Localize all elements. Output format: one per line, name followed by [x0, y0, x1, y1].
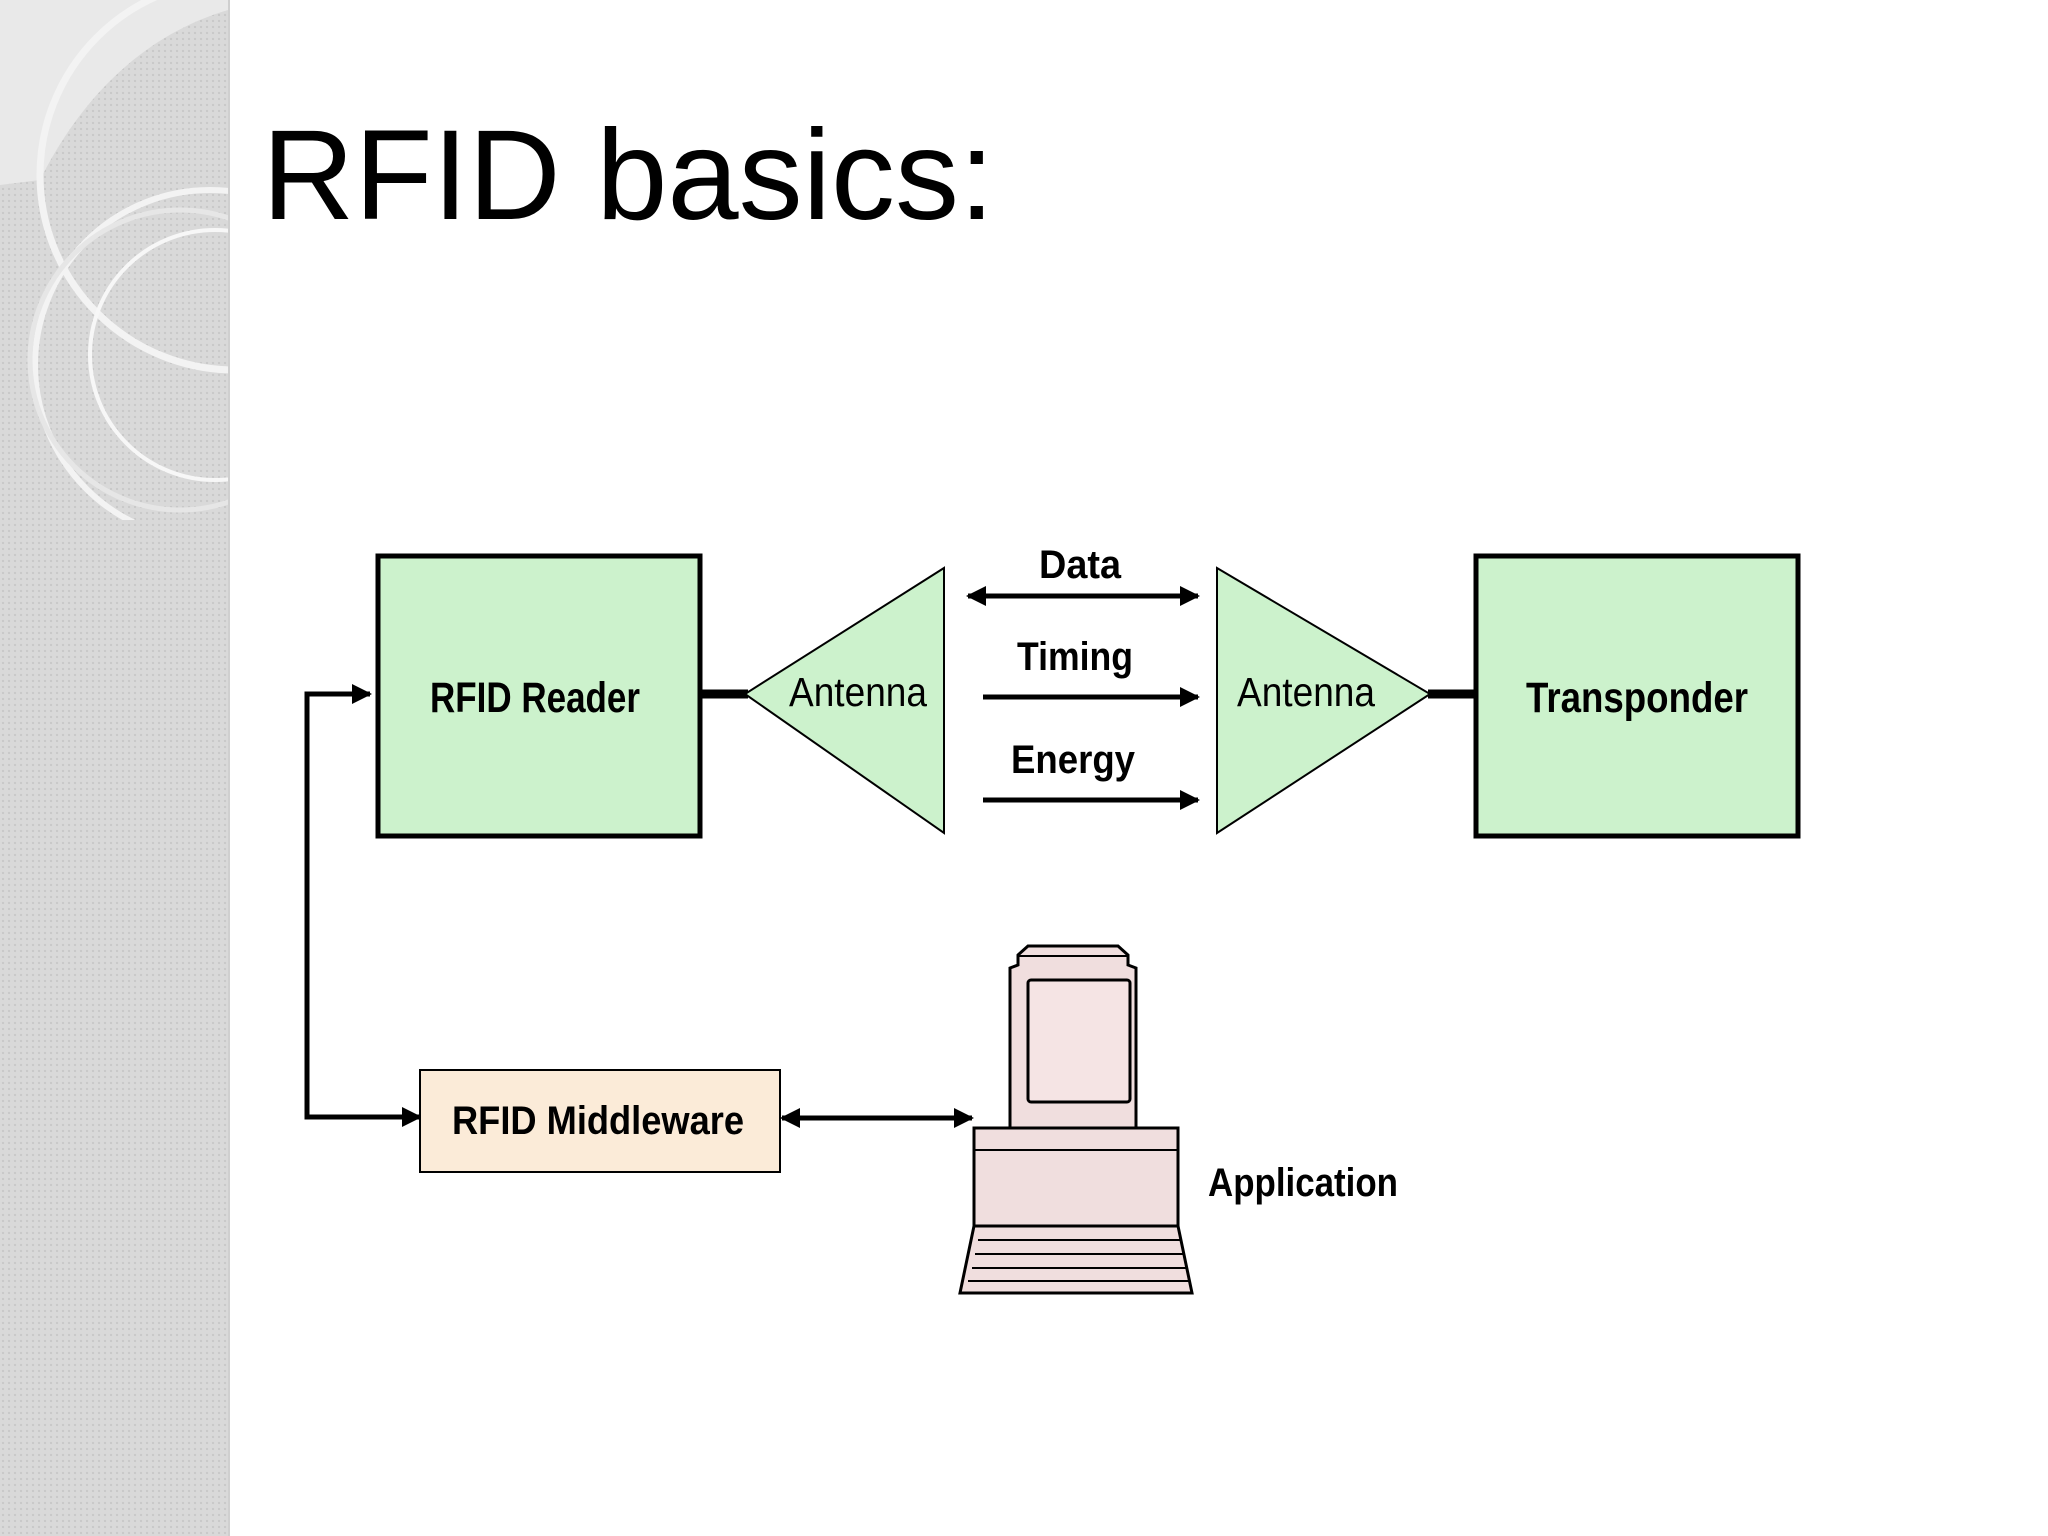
rfid-middleware-label: RFID Middleware [452, 1099, 744, 1143]
circle-ornament-icon [0, 0, 228, 520]
transponder-box [1473, 553, 1801, 839]
application-label: Application [1208, 1161, 1398, 1205]
tag-antenna-triangle [1216, 566, 1432, 835]
rfid-middleware-box [419, 1069, 781, 1173]
data-label: Data [1039, 543, 1122, 587]
tag-antenna-label: Antenna [1237, 669, 1375, 715]
transponder-label: Transponder [1526, 674, 1748, 722]
sidebar-decoration [0, 0, 230, 1536]
reader-middleware-connector [304, 684, 422, 1127]
timing-label: Timing [1017, 635, 1133, 679]
reader-antenna-triangle [743, 566, 945, 835]
reader-antenna-label: Antenna [789, 669, 927, 715]
rfid-reader-label: RFID Reader [430, 674, 640, 722]
slide-title: RFID basics: [262, 104, 995, 247]
energy-label: Energy [1011, 738, 1136, 782]
computer-icon [958, 944, 1194, 1295]
